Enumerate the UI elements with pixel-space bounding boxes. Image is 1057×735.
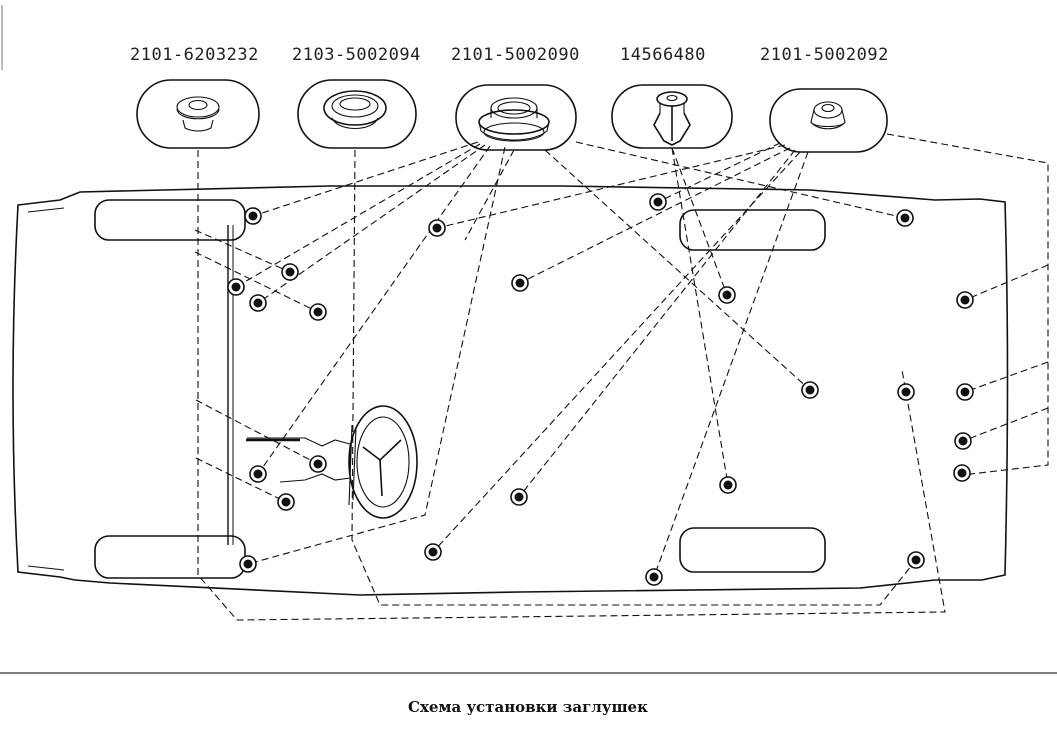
pedal-assembly-icon [246, 437, 351, 483]
plug-callout-2 [297, 79, 417, 149]
part-label-4: 14566480 [620, 45, 706, 65]
plug-hole-marker [249, 465, 267, 483]
plug-hole-marker [718, 286, 736, 304]
clip-plug-icon [653, 91, 691, 146]
leader-lines [194, 133, 1049, 621]
plug-hole-marker [954, 432, 972, 450]
part-label-3: 2101-5002090 [451, 45, 580, 65]
plug-callout-4 [611, 84, 733, 149]
car-body-outline [12, 185, 1009, 596]
diagram-caption: Схема установки заглушек [408, 698, 648, 716]
plug-hole-marker [244, 207, 262, 225]
plug-hole-marker [239, 555, 257, 573]
steering-wheel-icon [348, 405, 418, 519]
plug-hole-marker [510, 488, 528, 506]
grommet-plug-icon [323, 90, 387, 129]
plug-hole-marker [309, 303, 327, 321]
plug-hole-marker [956, 383, 974, 401]
plug-hole-marker [907, 551, 925, 569]
plug-callout-3 [455, 84, 577, 151]
part-label-2: 2103-5002094 [292, 45, 421, 65]
plug-hole-marker [896, 209, 914, 227]
small-plug-icon [176, 96, 220, 132]
small-plug-icon-2 [810, 101, 846, 130]
plug-hole-markers [227, 193, 974, 586]
front-left-arch [94, 199, 246, 241]
plug-hole-marker [645, 568, 663, 586]
plug-hole-marker [309, 455, 327, 473]
plug-hole-marker [953, 464, 971, 482]
plug-hole-marker [897, 383, 915, 401]
plug-hole-marker [956, 291, 974, 309]
part-label-1: 2101-6203232 [130, 45, 259, 65]
rear-left-arch [679, 209, 826, 251]
large-plug-icon [478, 97, 550, 142]
plug-hole-marker [281, 263, 299, 281]
plug-hole-marker [249, 294, 267, 312]
plug-callout-1 [136, 79, 260, 149]
plug-hole-marker [511, 274, 529, 292]
plug-hole-marker [719, 476, 737, 494]
front-right-arch [94, 535, 246, 579]
plug-hole-marker [424, 543, 442, 561]
plug-hole-marker [801, 381, 819, 399]
part-label-5: 2101-5002092 [760, 45, 889, 65]
plug-hole-marker [649, 193, 667, 211]
plug-callout-5 [769, 88, 888, 153]
plug-hole-marker [277, 493, 295, 511]
rear-right-arch [679, 527, 826, 573]
plug-hole-marker [227, 278, 245, 296]
plug-hole-marker [428, 219, 446, 237]
